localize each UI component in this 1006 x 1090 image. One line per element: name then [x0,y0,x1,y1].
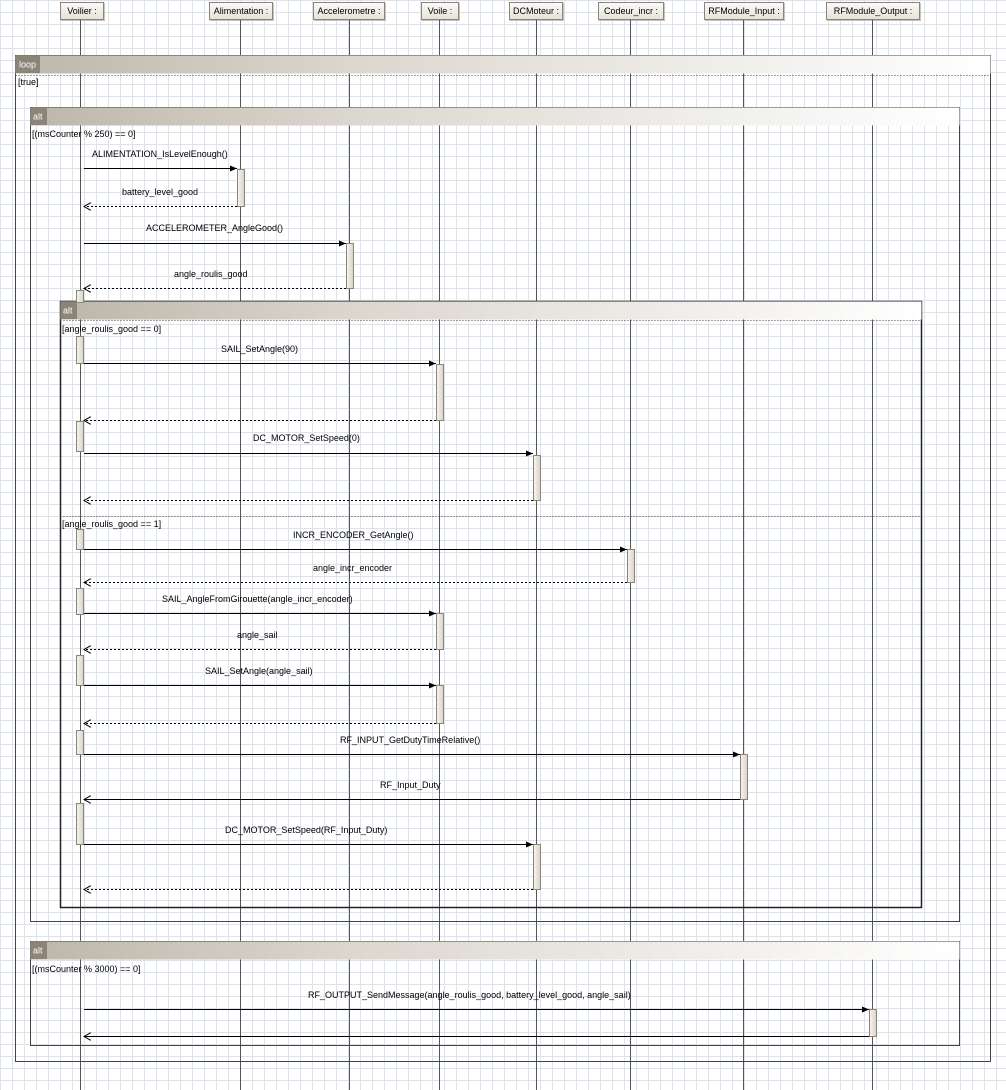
lifeline-alimentation[interactable]: Alimentation : [209,2,273,20]
alt-outer-fragment[interactable]: alt [(msCounter % 250) == 0] [30,107,960,922]
lifeline-voile[interactable]: Voile : [421,2,459,20]
msg-label-11: RF_INPUT_GetDutyTimeRelative() [340,735,480,745]
alt-inner-guard1: [angle_roulis_good == 0] [62,324,161,334]
activation-voile-1 [436,364,444,421]
activation-voilier-7 [76,730,84,755]
activation-voile-3 [436,685,444,724]
alt-bottom-label: alt [33,946,43,956]
activation-rfinput [740,754,748,800]
lifeline-rfmodule-output[interactable]: RFModule_Output : [826,2,920,20]
lifeline-codeur-incr[interactable]: Codeur_incr : [598,2,664,20]
loop-fragment[interactable]: loop [true] [15,55,991,1062]
activation-voilier-6 [76,655,84,686]
lifeline-accelerometre[interactable]: Accelerometre : [313,2,385,20]
msg-label-14: RF_OUTPUT_SendMessage(angle_roulis_good,… [308,990,631,1000]
msg-label-6: INCR_ENCODER_GetAngle() [293,530,414,540]
alt-outer-label: alt [33,112,43,122]
msg-label-4: SAIL_SetAngle(90) [221,344,298,354]
alt-bottom-guard: [(msCounter % 3000) == 0] [32,964,141,974]
msg-label-3: angle_roulis_good [174,269,248,279]
msg-label-10: SAIL_SetAngle(angle_sail) [205,666,313,676]
msg-label-9: angle_sail [237,630,278,640]
activation-alimentation [237,169,245,207]
activation-voilier-8 [76,803,84,845]
alt-inner-guard2: [angle_roulis_good == 1] [62,519,161,529]
activation-dcmoteur-2 [533,844,541,890]
msg-label-2: ACCELEROMETER_AngleGood() [146,223,283,233]
lifeline-rfmodule-input[interactable]: RFModule_Input : [704,2,784,20]
loop-tag [16,56,40,73]
loop-guard: [true] [18,77,39,87]
activation-accelerometre [346,243,354,289]
activation-dcmoteur-1 [533,455,541,501]
alt-bottom-fragment[interactable]: alt [(msCounter % 3000) == 0] [30,941,960,1046]
activation-voilier-4 [76,529,84,550]
lifelines [80,20,873,1090]
msg-label-7: angle_incr_encoder [313,563,392,573]
loop-label: loop [19,60,36,70]
activation-voilier-5 [76,588,84,615]
activation-voile-2 [436,613,444,650]
activation-voilier-1 [76,290,84,303]
activation-voilier-2 [76,336,84,364]
msg-label-5: DC_MOTOR_SetSpeed(0) [253,433,360,443]
msg-label-8: SAIL_AngleFromGirouette(angle_incr_encod… [162,594,353,604]
alt-outer-guard: [(msCounter % 250) == 0] [32,129,136,139]
msg-label-1: battery_level_good [122,187,198,197]
alt-outer-tag [31,108,47,125]
activation-voilier-3 [76,421,84,452]
lifeline-dcmoteur[interactable]: DCMoteur : [509,2,563,20]
alt-bottom-tag [31,942,47,959]
lifeline-voilier[interactable]: Voilier : [60,2,104,20]
msg-label-13: DC_MOTOR_SetSpeed(RF_Input_Duty) [225,825,387,835]
alt-inner-label: alt [63,306,73,316]
alt-inner-tag [61,302,77,319]
messages: ALIMENTATION_IsLevelEnough() battery_lev… [84,149,869,1037]
msg-label-0: ALIMENTATION_IsLevelEnough() [92,149,228,159]
activation-rfoutput [869,1009,877,1037]
alt-inner-fragment[interactable]: alt [angle_roulis_good == 0] [angle_roul… [59,300,923,909]
msg-label-12: RF_Input_Duty [380,780,441,790]
activation-codeur [627,549,635,583]
activations [76,169,877,1037]
